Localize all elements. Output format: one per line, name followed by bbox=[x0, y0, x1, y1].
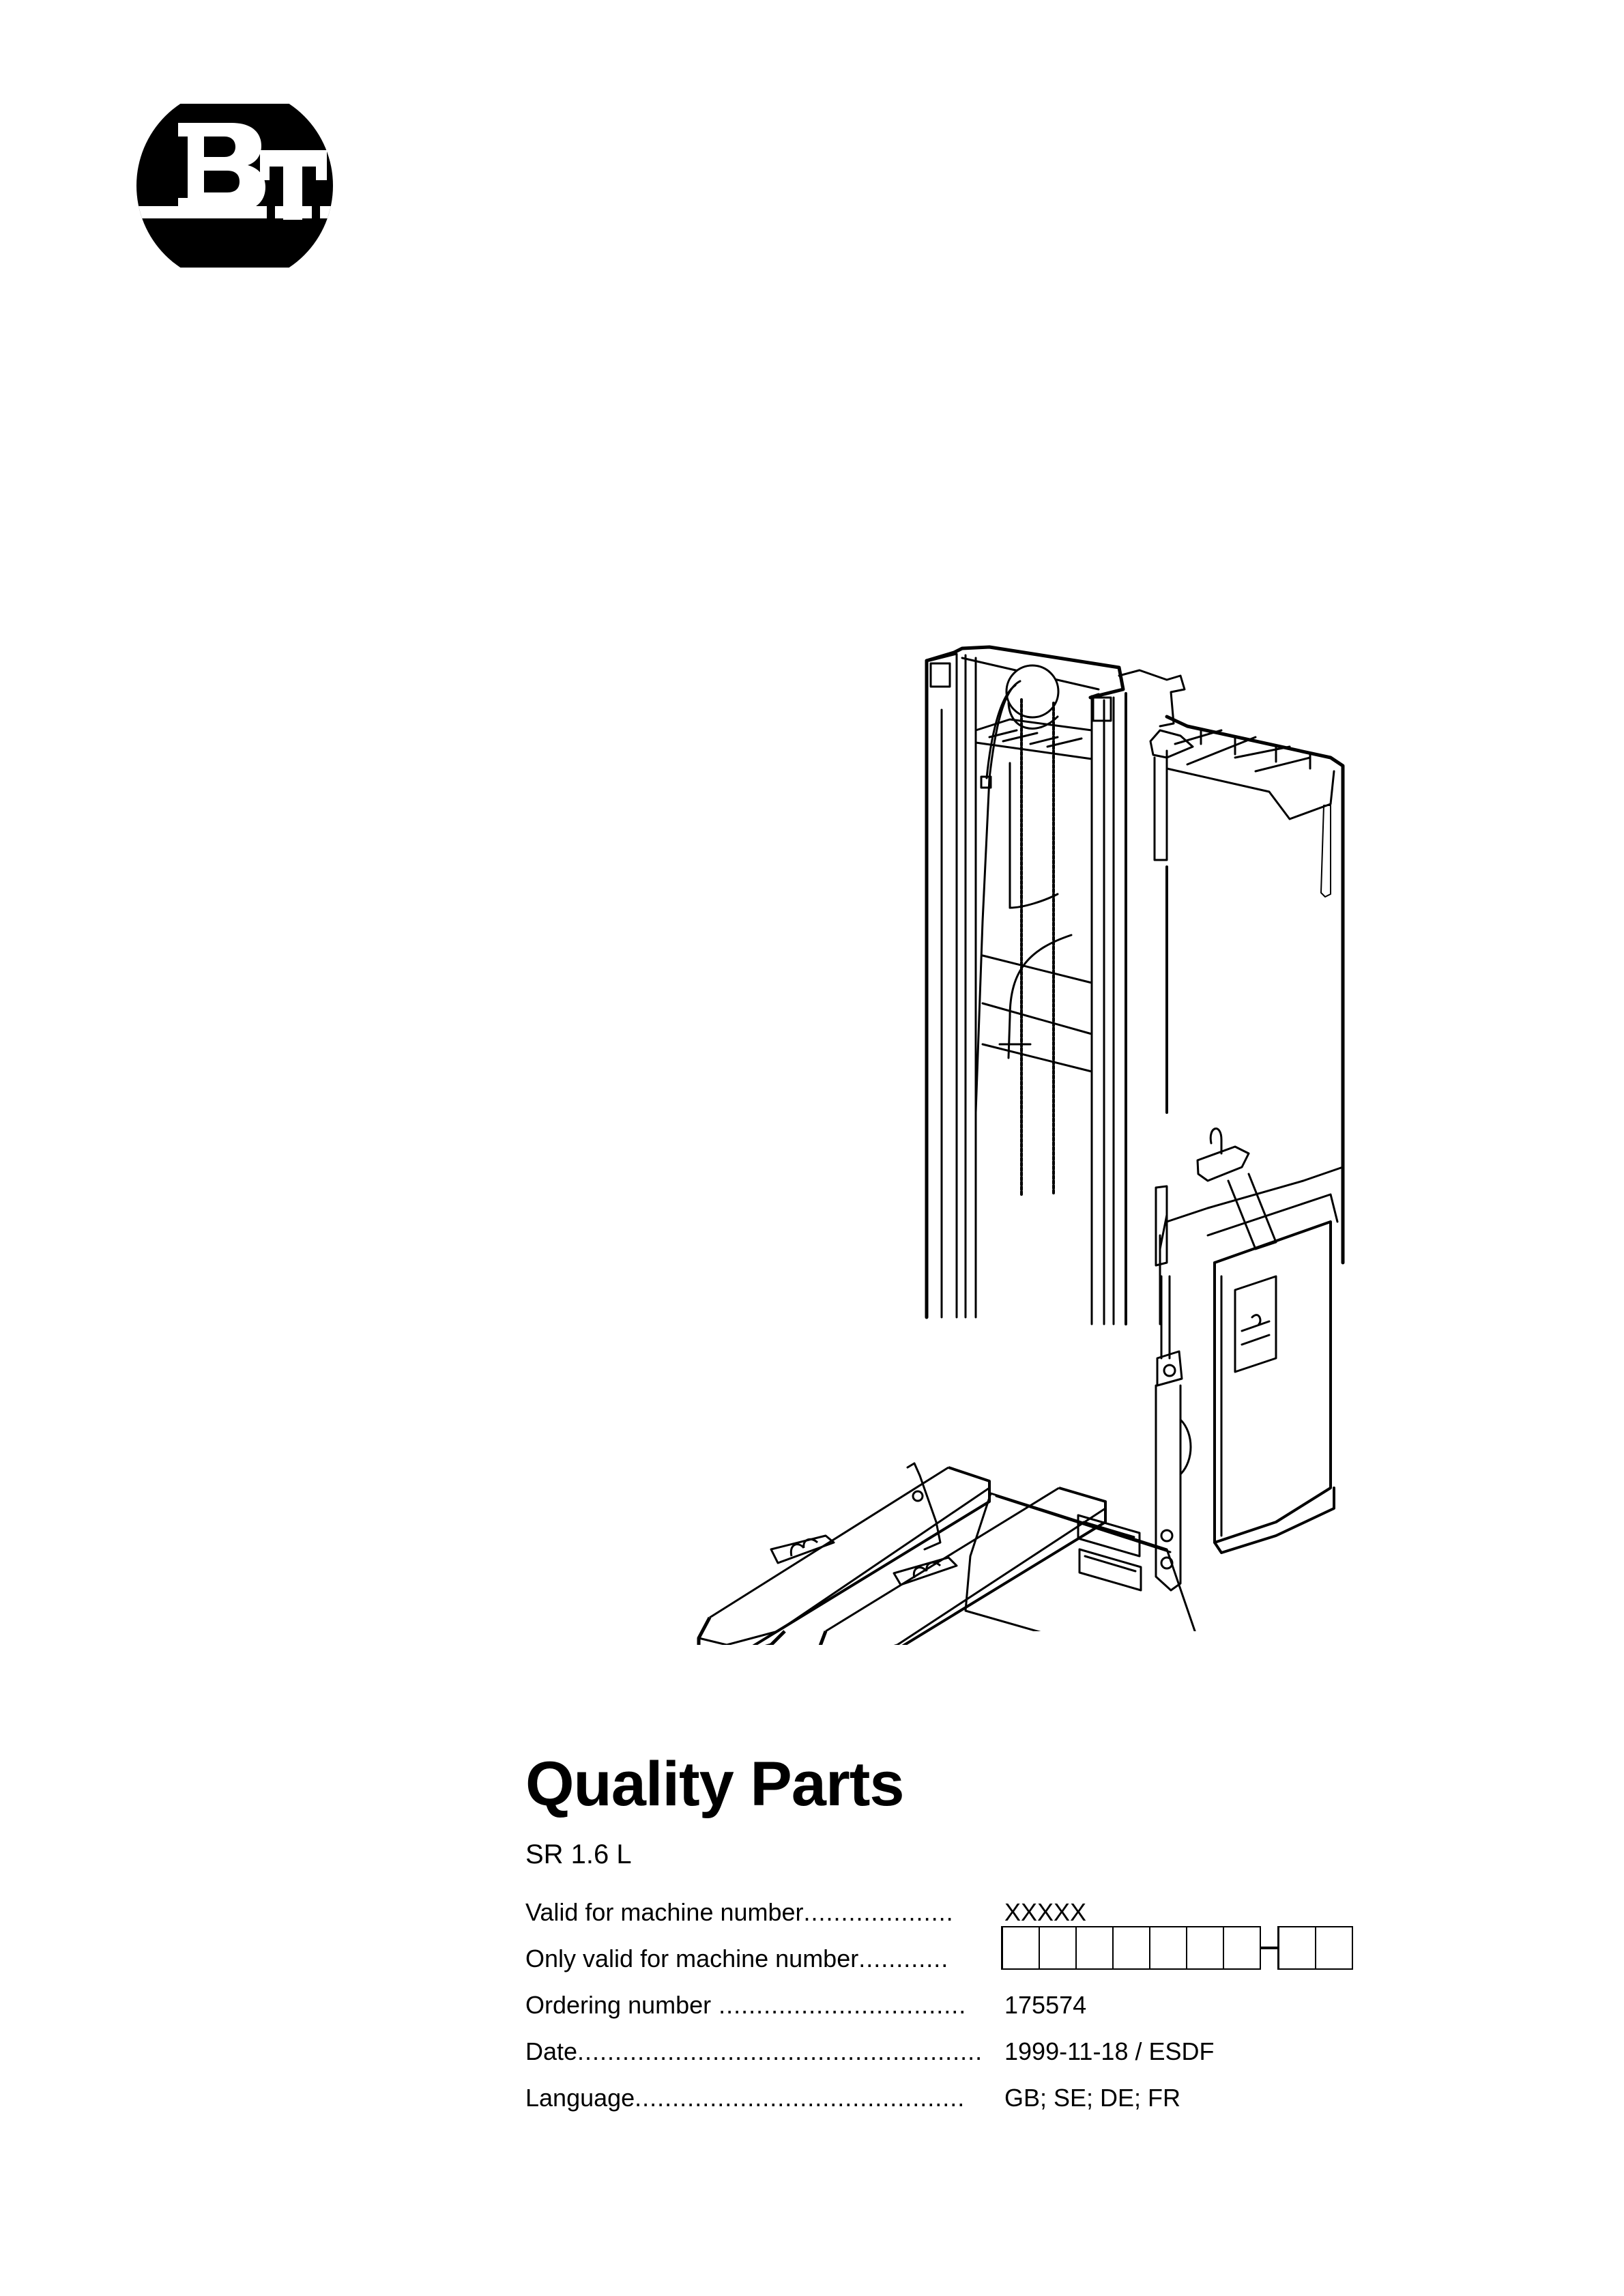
digit-box bbox=[1187, 1926, 1224, 1970]
field-label: Valid for machine number................… bbox=[525, 1898, 954, 1926]
digit-box bbox=[1114, 1926, 1150, 1970]
field-value: 1999-11-18 / ESDF bbox=[1004, 2037, 1215, 2065]
field-row-ordering-number: Ordering number ........................… bbox=[525, 1990, 1412, 2024]
machine-number-boxes bbox=[1001, 1926, 1353, 1970]
field-row-valid-machine-number: Valid for machine number................… bbox=[525, 1897, 1412, 1932]
digit-box bbox=[1316, 1926, 1353, 1970]
field-row-date: Date....................................… bbox=[525, 2037, 1412, 2071]
separator-dash bbox=[1261, 1947, 1277, 1949]
field-label: Only valid for machine number...........… bbox=[525, 1945, 949, 1972]
forks-illustration bbox=[689, 1263, 1235, 1674]
field-value: XXXXX bbox=[1004, 1898, 1087, 1926]
model-subtitle: SR 1.6 L bbox=[525, 1839, 632, 1869]
digit-box bbox=[1277, 1926, 1316, 1970]
forklift-stacker-illustration bbox=[689, 635, 1372, 1660]
field-row-only-valid-machine-number: Only valid for machine number...........… bbox=[525, 1944, 1412, 1978]
field-label: Date....................................… bbox=[525, 2037, 983, 2065]
digit-box bbox=[1040, 1926, 1077, 1970]
field-row-language: Language................................… bbox=[525, 2083, 1412, 2117]
digit-box bbox=[1150, 1926, 1187, 1970]
digit-box bbox=[1224, 1926, 1261, 1970]
page-title: Quality Parts bbox=[525, 1749, 905, 1819]
field-label: Language................................… bbox=[525, 2084, 966, 2112]
field-value: 175574 bbox=[1004, 1991, 1087, 2019]
field-label: Ordering number ........................… bbox=[525, 1991, 967, 2019]
field-value: GB; SE; DE; FR bbox=[1004, 2084, 1181, 2112]
bt-logo-icon bbox=[136, 87, 334, 284]
digit-box bbox=[1001, 1926, 1040, 1970]
digit-box bbox=[1077, 1926, 1114, 1970]
